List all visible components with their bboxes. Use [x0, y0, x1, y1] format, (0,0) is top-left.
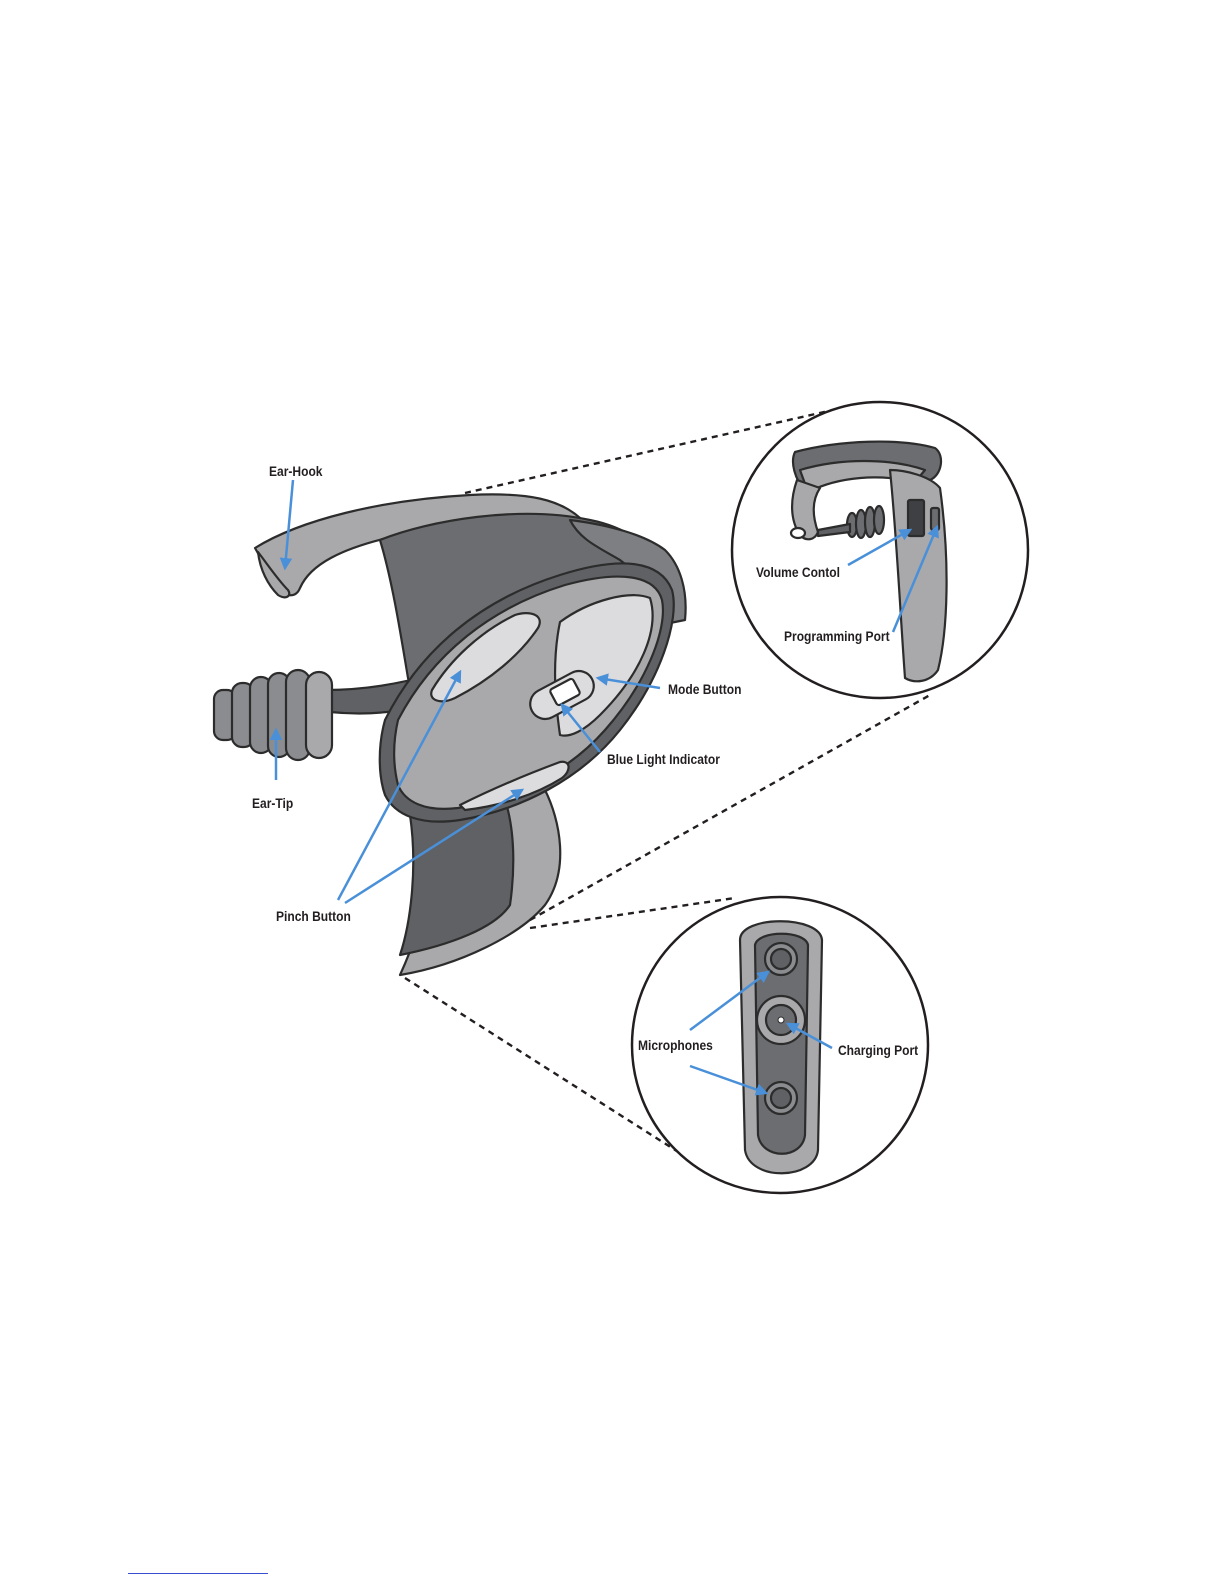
ear-tip-label: Ear-Tip — [252, 795, 293, 811]
footnote-rule — [128, 1573, 268, 1574]
microphones-label: Microphones — [638, 1037, 713, 1053]
volume-control-label: Volume Contol — [756, 564, 840, 580]
pinch-button-label: Pinch Button — [276, 908, 351, 924]
inset-side-view — [732, 402, 1028, 698]
volume-control-part — [908, 500, 924, 536]
programming-port-part — [931, 508, 939, 530]
programming-port-label: Programming Port — [784, 628, 890, 644]
mode-button-label: Mode Button — [668, 681, 742, 697]
charging-port-label: Charging Port — [838, 1042, 919, 1058]
ear-hook-label: Ear-Hook — [269, 463, 323, 479]
blue-light-indicator-label: Blue Light Indicator — [607, 751, 720, 767]
